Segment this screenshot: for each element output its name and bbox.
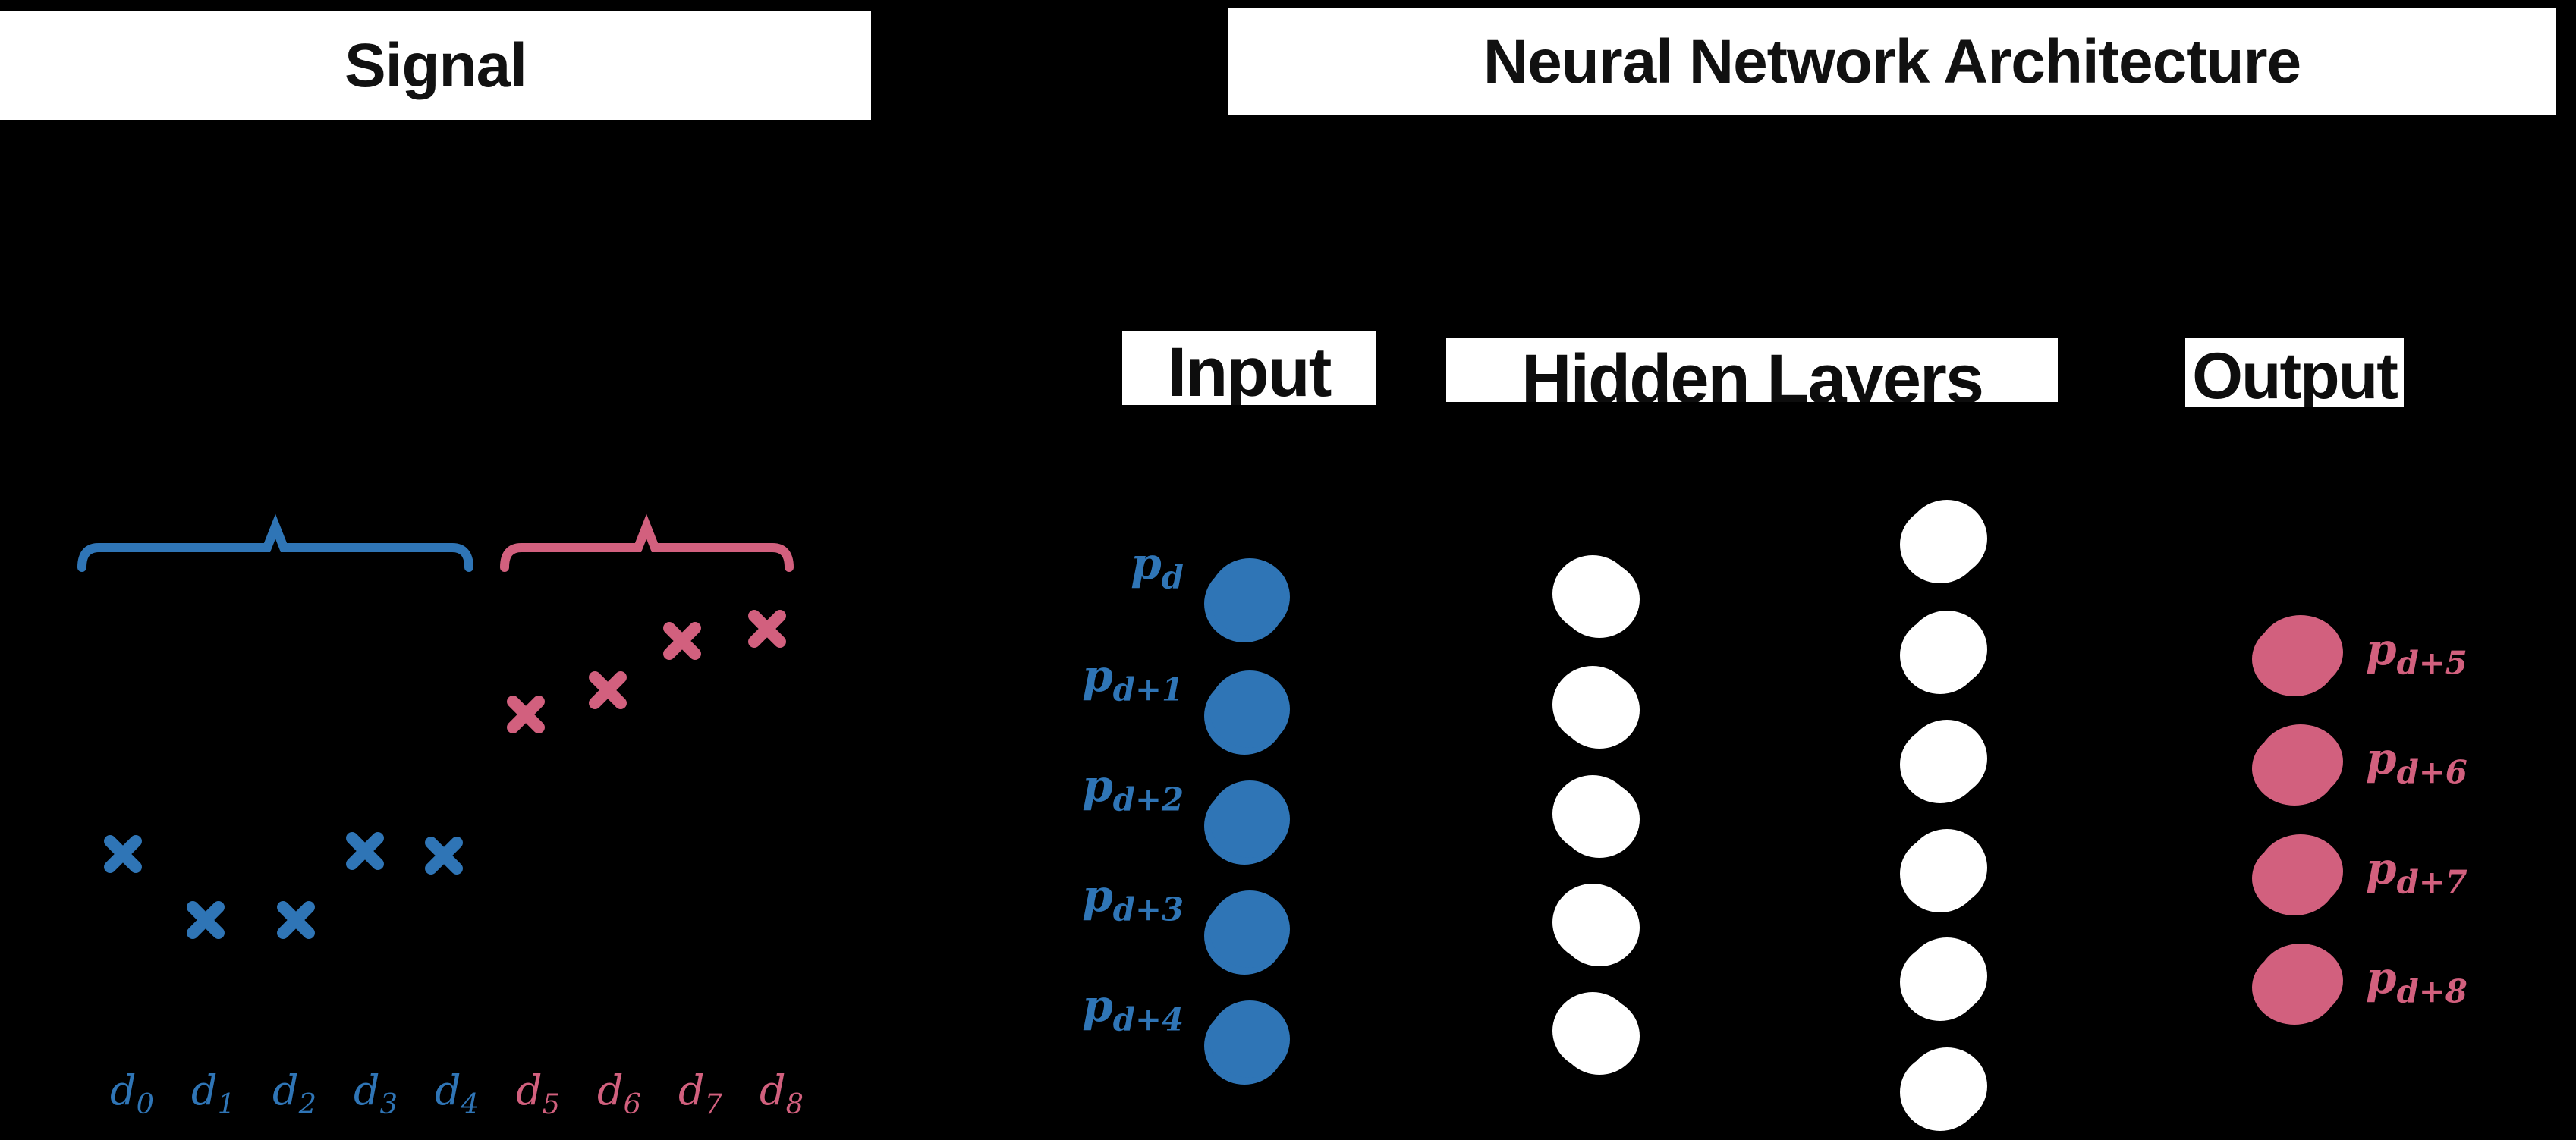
signal-point-d8 bbox=[745, 607, 789, 651]
output-column-header: Output bbox=[2192, 340, 2398, 407]
output-node bbox=[2258, 724, 2343, 799]
input-node bbox=[1209, 558, 1290, 636]
signal-point-d5 bbox=[504, 692, 548, 736]
hidden-node bbox=[1552, 775, 1633, 853]
signal-point-d1 bbox=[184, 898, 228, 942]
hidden-layers-column-header: Hidden Layers bbox=[1521, 341, 1984, 402]
signal-title: Signal bbox=[344, 30, 527, 100]
output-node-label: pd+5 bbox=[2366, 623, 2467, 682]
input-node bbox=[1209, 780, 1290, 858]
x-axis-label-d3: d3 bbox=[354, 1066, 398, 1120]
output-node-label: pd+8 bbox=[2366, 952, 2467, 1010]
output-node-label: pd+6 bbox=[2366, 733, 2467, 791]
hidden-node bbox=[1552, 884, 1633, 961]
output-node bbox=[2258, 834, 2343, 909]
context-brace bbox=[77, 513, 473, 572]
x-axis-label-d5: d5 bbox=[516, 1066, 560, 1120]
output-node-label: pd+7 bbox=[2366, 843, 2467, 901]
x-axis-label-d0: d0 bbox=[110, 1066, 154, 1120]
output-column-header-box: Output bbox=[2185, 338, 2404, 407]
hidden-node bbox=[1907, 937, 1987, 1015]
x-axis-label-d1: d1 bbox=[191, 1066, 235, 1120]
input-node bbox=[1209, 670, 1290, 748]
hidden-node bbox=[1907, 1047, 1987, 1125]
x-axis-label-d8: d8 bbox=[760, 1066, 804, 1120]
hidden-node bbox=[1552, 992, 1633, 1069]
signal-point-d0 bbox=[101, 832, 145, 876]
output-node bbox=[2258, 615, 2343, 689]
x-axis-label-d4: d4 bbox=[435, 1066, 479, 1120]
signal-point-d3 bbox=[343, 829, 387, 873]
network-title-box: Neural Network Architecture bbox=[1228, 8, 2556, 115]
hidden-layers-column-header-box: Hidden Layers bbox=[1446, 338, 2058, 402]
input-node bbox=[1209, 1000, 1290, 1078]
input-node-label: pd bbox=[1131, 538, 1184, 596]
hidden-node bbox=[1907, 500, 1987, 577]
input-node-label: pd+1 bbox=[1082, 650, 1184, 708]
hidden-node bbox=[1907, 720, 1987, 797]
input-column-header-box: Input bbox=[1122, 331, 1376, 405]
input-node bbox=[1209, 890, 1290, 968]
signal-point-d6 bbox=[586, 668, 630, 712]
input-node-label: pd+3 bbox=[1082, 870, 1184, 928]
output-node bbox=[2258, 944, 2343, 1018]
prediction-brace bbox=[500, 513, 794, 572]
hidden-node bbox=[1552, 666, 1633, 743]
hidden-node bbox=[1907, 611, 1987, 688]
x-axis-label-d7: d7 bbox=[678, 1066, 722, 1120]
input-column-header: Input bbox=[1167, 334, 1332, 405]
x-axis-label-d6: d6 bbox=[597, 1066, 641, 1120]
signal-point-d2 bbox=[274, 898, 318, 942]
hidden-node bbox=[1552, 555, 1633, 633]
hidden-node bbox=[1907, 829, 1987, 906]
input-node-label: pd+2 bbox=[1082, 760, 1184, 818]
signal-point-d4 bbox=[422, 834, 466, 878]
x-axis-label-d2: d2 bbox=[272, 1066, 316, 1120]
signal-point-d7 bbox=[660, 619, 704, 663]
input-node-label: pd+4 bbox=[1082, 980, 1184, 1038]
signal-title-box: Signal bbox=[0, 11, 871, 120]
network-title: Neural Network Architecture bbox=[1483, 27, 2301, 96]
